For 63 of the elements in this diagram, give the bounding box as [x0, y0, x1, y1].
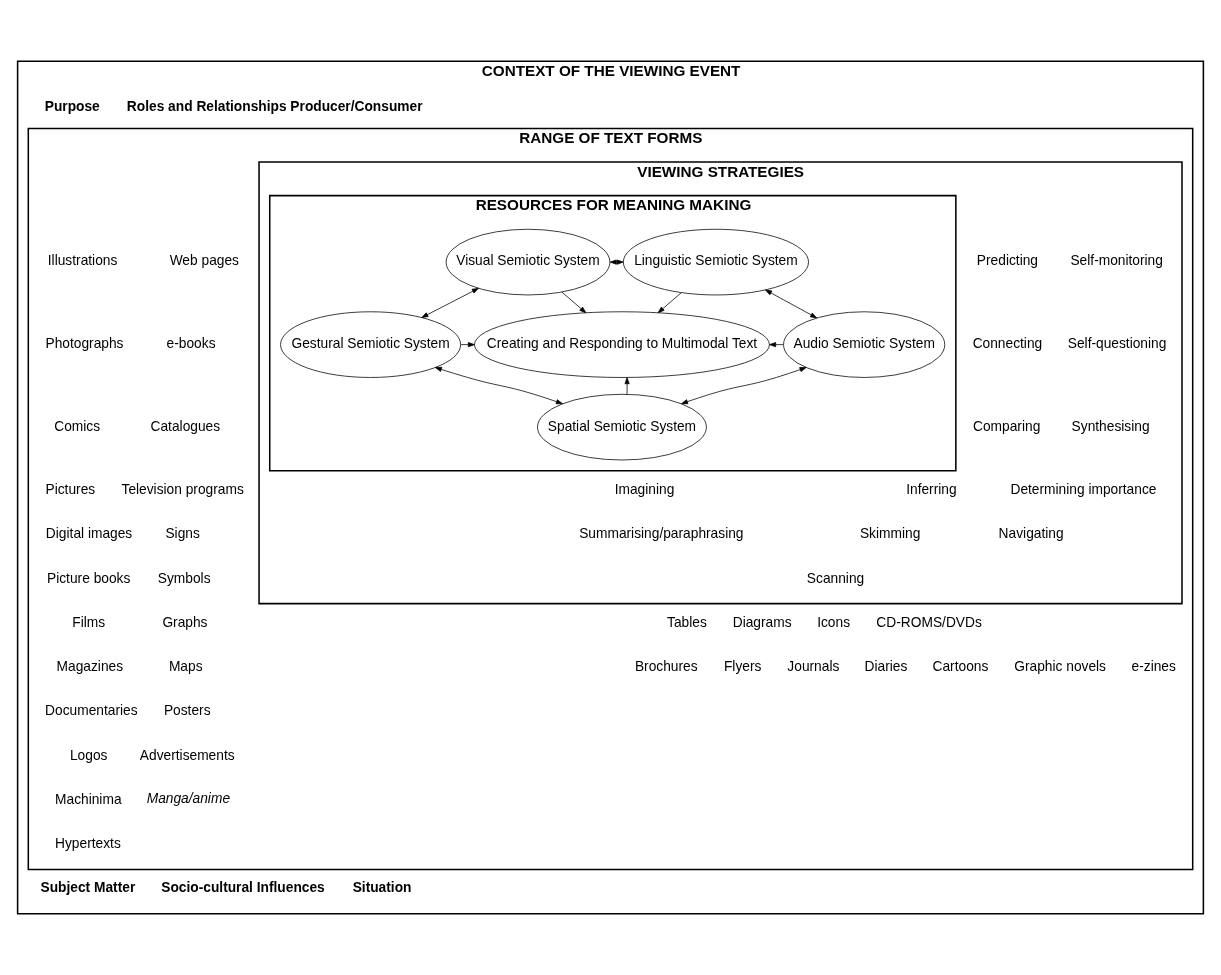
- label: Synthesising: [1071, 418, 1150, 434]
- arrow: [421, 288, 479, 318]
- label: Journals: [787, 659, 840, 675]
- label: Maps: [168, 659, 203, 675]
- label: Comics: [54, 418, 101, 434]
- label: Hypertexts: [55, 836, 121, 852]
- label: Roles and Relationships Producer/Consumer: [126, 99, 423, 115]
- label: Summarising/paraphrasing: [579, 526, 744, 542]
- label: Diagrams: [732, 614, 792, 630]
- label: CD-ROMS/DVDs: [876, 614, 982, 630]
- node-ellipse: Creating and Responding to Multimodal Text: [474, 311, 770, 378]
- label: Self-questioning: [1067, 335, 1167, 351]
- label: Tables: [667, 614, 707, 630]
- label: Self-monitoring: [1070, 253, 1163, 269]
- label: Situation: [352, 879, 412, 895]
- label: Icons: [817, 614, 851, 630]
- label: Symbols: [157, 570, 211, 586]
- label: Brochures: [634, 659, 698, 675]
- label: Photographs: [45, 335, 124, 351]
- label: Socio-cultural Influences: [161, 879, 325, 895]
- arrow: [561, 291, 587, 314]
- label: Graphs: [162, 614, 208, 630]
- label: Navigating: [998, 526, 1064, 542]
- arrow: [435, 367, 563, 405]
- label: Manga/anime: [146, 791, 231, 807]
- label: Picture books: [47, 570, 131, 586]
- label: Skimming: [859, 526, 921, 542]
- label: Cartoons: [932, 659, 989, 675]
- label: Comparing: [973, 418, 1041, 434]
- label: Signs: [165, 526, 200, 542]
- arrow: [460, 342, 475, 348]
- label: Predicting: [976, 253, 1039, 269]
- label: Diaries: [864, 659, 908, 675]
- label: e-books: [166, 335, 216, 351]
- label: Inferring: [906, 481, 957, 497]
- label: Catalogues: [150, 418, 221, 434]
- label: Subject Matter: [40, 879, 136, 895]
- label: Graphic novels: [1014, 659, 1107, 675]
- arrow: [765, 289, 818, 319]
- label: Imagining: [614, 481, 675, 497]
- node-ellipse: Spatial Semiotic System: [537, 393, 707, 461]
- arrow: [681, 367, 807, 405]
- label: Films: [72, 614, 106, 630]
- label: Logos: [69, 747, 108, 763]
- label: Documentaries: [45, 703, 138, 719]
- label: Determining importance: [1010, 481, 1157, 497]
- arrow: [624, 377, 630, 395]
- label: Television programs: [121, 481, 244, 497]
- arrow: [769, 342, 784, 348]
- label: Illustrations: [47, 253, 118, 269]
- label: Scanning: [806, 570, 865, 586]
- label: Connecting: [972, 335, 1043, 351]
- label: Machinima: [55, 792, 122, 808]
- label: e-zines: [1131, 659, 1176, 675]
- label: Web pages: [169, 253, 239, 269]
- label: Purpose: [44, 99, 100, 115]
- label: Advertisements: [139, 747, 235, 763]
- label: Pictures: [45, 481, 96, 497]
- label: Digital images: [45, 526, 133, 542]
- label: Magazines: [56, 659, 124, 675]
- arrow: [657, 292, 682, 314]
- label: Posters: [163, 703, 211, 719]
- label: Flyers: [723, 659, 762, 675]
